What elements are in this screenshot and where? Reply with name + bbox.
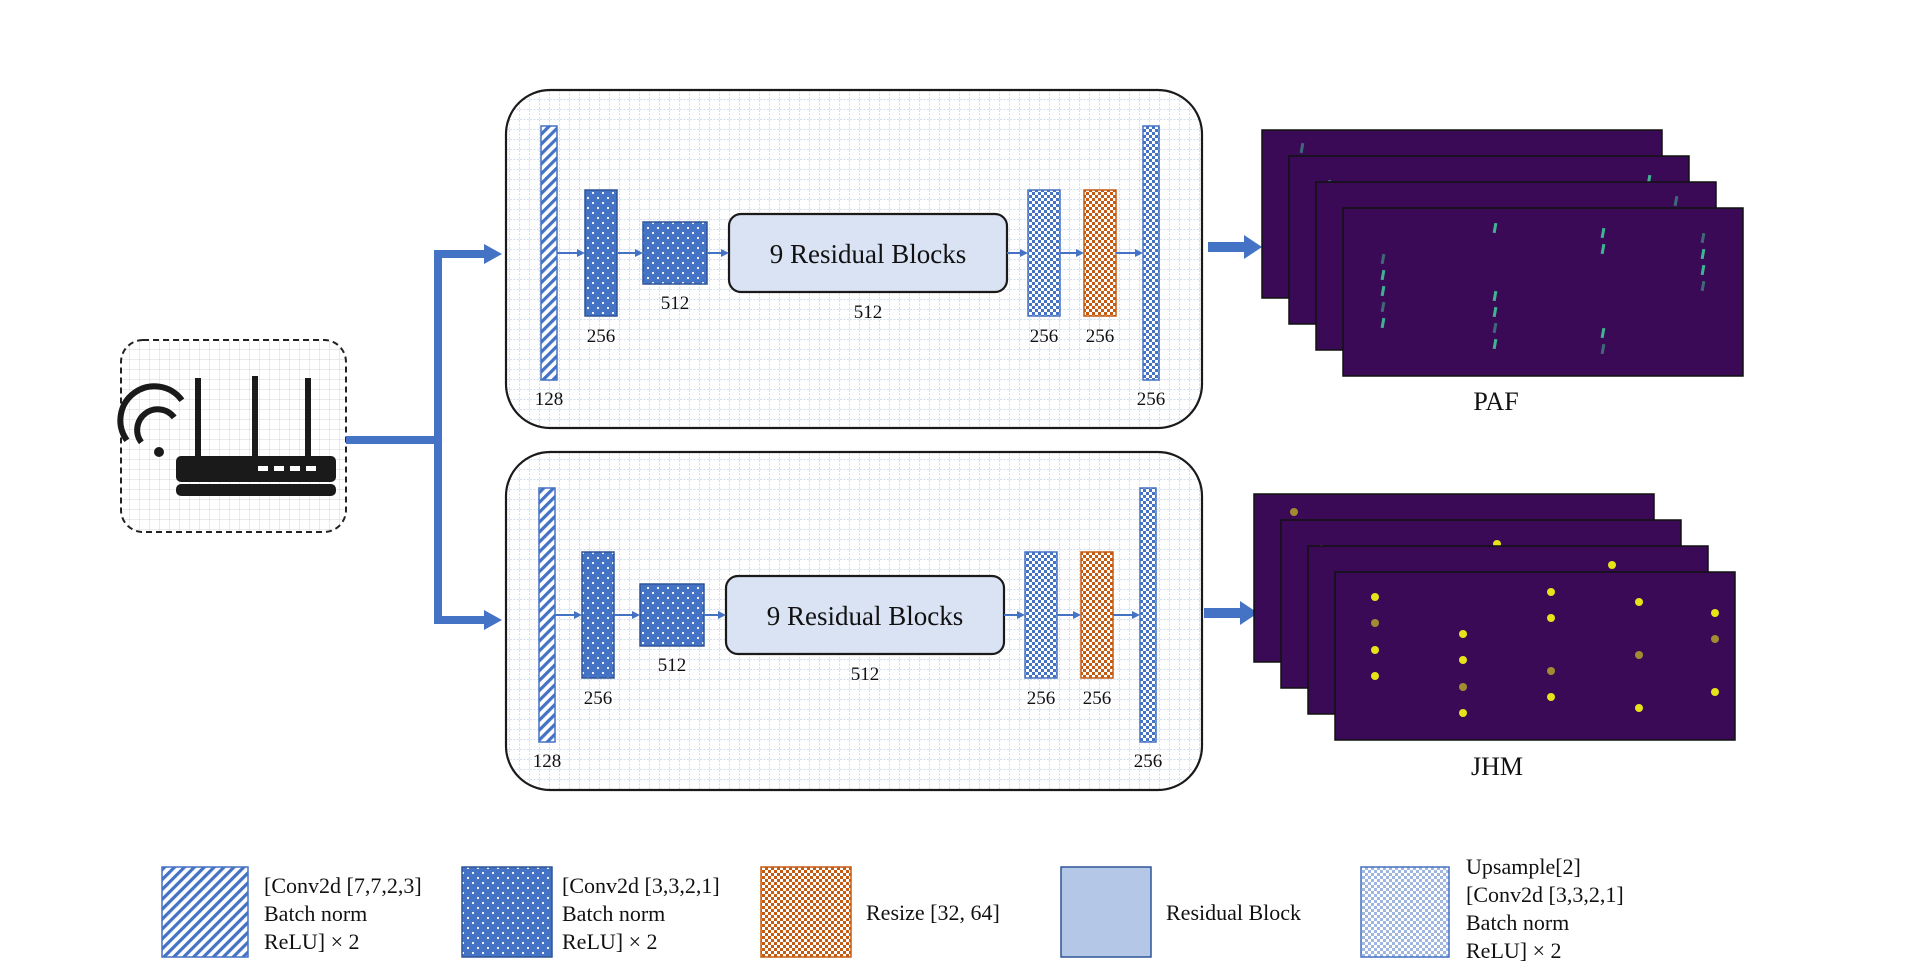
output-arrow [1208,235,1262,259]
residual-label: 9 Residual Blocks [770,239,967,269]
wifi-router-icon [117,376,336,496]
legend-text: ReLU] × 2 [562,929,658,954]
width-label: 128 [535,389,564,410]
legend-item-resize: Resize [32, 64] [760,866,1000,958]
branch-paf: 9 Residual Blocks 128 256 512 512 256 25… [504,88,1204,430]
legend-text: [Conv2d [3,3,2,1] [562,873,720,898]
width-label: 256 [587,326,616,347]
resize-layer [1083,189,1117,317]
resize-layer [1080,551,1114,679]
legend-swatch-conv3 [461,866,553,958]
heatmap-sheet [1334,571,1737,742]
legend-text: [Conv2d [7,7,2,3] [264,873,422,898]
upsample-layer [1024,551,1058,679]
legend-text: Resize [32, 64] [866,900,1000,925]
legend-text: Batch norm [1466,910,1569,935]
width-label: 256 [1030,326,1059,347]
conv7-layer [540,125,558,381]
split-connector [346,244,502,630]
paf-heatmap-stack [1261,129,1745,378]
output-label-paf: PAF [1473,387,1518,416]
legend-item-conv3: [Conv2d [3,3,2,1] Batch norm ReLU] × 2 [461,866,720,958]
legend-text: [Conv2d [3,3,2,1] [1466,882,1624,907]
width-label: 256 [1137,389,1166,410]
residual-label: 9 Residual Blocks [767,601,964,631]
conv7-layer [538,487,556,743]
output-label-jhm: JHM [1471,752,1523,781]
legend-item-upsample: Upsample[2] [Conv2d [3,3,2,1] Batch norm… [1360,854,1624,963]
width-label: 256 [1027,688,1056,709]
jhm-heatmap-stack [1253,493,1737,742]
legend-text: Residual Block [1166,900,1301,925]
width-label: 512 [851,664,880,685]
conv3-layer [584,189,618,317]
legend-text: Upsample[2] [1466,854,1581,879]
legend-text: ReLU] × 2 [1466,938,1562,963]
legend: [Conv2d [7,7,2,3] Batch norm ReLU] × 2 [… [161,854,1624,963]
width-label: 256 [584,688,613,709]
legend-swatch-residual [1060,866,1152,958]
branch-jhm: 9 Residual Blocks 128 256 512 512 256 25… [504,450,1204,792]
output-arrow [1204,601,1258,625]
legend-text: ReLU] × 2 [264,929,360,954]
conv3-layer [642,221,708,285]
conv3-layer [581,551,615,679]
width-label: 512 [658,655,687,676]
conv-out-layer [1142,125,1160,381]
width-label: 256 [1134,751,1163,772]
legend-text: Batch norm [562,901,665,926]
width-label: 256 [1083,688,1112,709]
input-router [117,339,347,533]
width-label: 256 [1086,326,1115,347]
legend-text: Batch norm [264,901,367,926]
upsample-layer [1027,189,1061,317]
width-label: 512 [854,302,883,323]
conv-out-layer [1139,487,1157,743]
legend-item-conv7: [Conv2d [7,7,2,3] Batch norm ReLU] × 2 [161,866,422,958]
legend-swatch-resize [760,866,852,958]
width-label: 128 [533,751,562,772]
conv3-layer [639,583,705,647]
legend-swatch-conv7 [161,866,249,958]
heatmap-sheet [1342,207,1745,378]
legend-swatch-upsample [1360,866,1450,958]
legend-item-residual: Residual Block [1060,866,1301,958]
width-label: 512 [661,293,690,314]
